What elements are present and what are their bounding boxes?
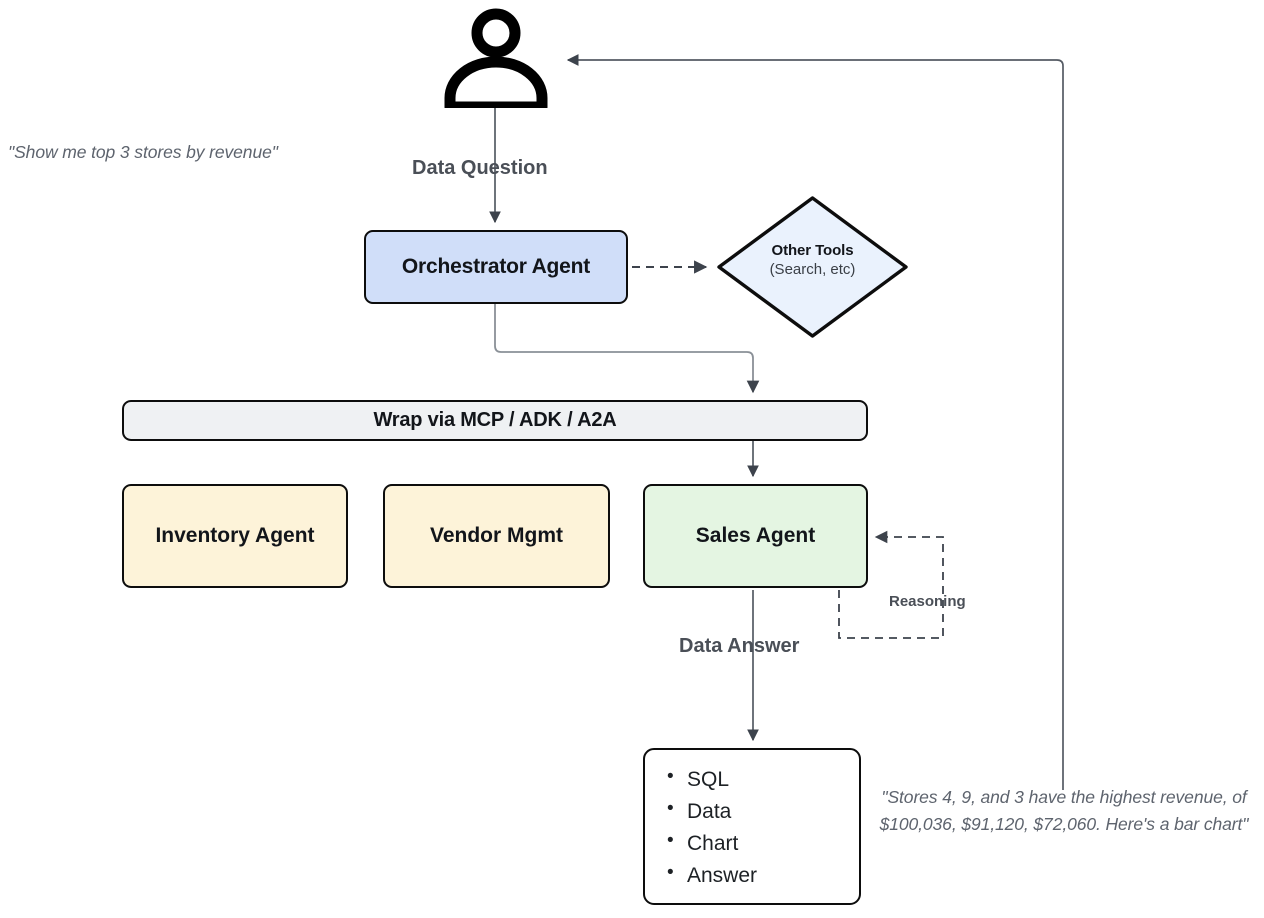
- inventory-agent-label: Inventory Agent: [155, 523, 315, 547]
- list-item: Chart: [667, 827, 859, 860]
- sales-agent-label: Sales Agent: [695, 523, 816, 547]
- node-inventory-agent[interactable]: Inventory Agent: [122, 484, 348, 588]
- list-item: SQL: [667, 763, 859, 796]
- vendor-mgmt-agent-label: Vendor Mgmt: [429, 523, 563, 547]
- node-orchestrator-agent[interactable]: Orchestrator Agent: [364, 230, 628, 304]
- output-artifact-list: SQL Data Chart Answer: [667, 763, 859, 892]
- mcp-wrapper-bar-label: Wrap via MCP / ADK / A2A: [373, 409, 617, 431]
- edge-label-reasoning: Reasoning: [889, 593, 966, 610]
- final-answer-quote: "Stores 4, 9, and 3 have the highest rev…: [879, 787, 1249, 834]
- list-item: Answer: [667, 859, 859, 892]
- node-mcp-wrapper-bar[interactable]: Wrap via MCP / ADK / A2A: [122, 400, 868, 441]
- node-vendor-mgmt-agent[interactable]: Vendor Mgmt: [383, 484, 610, 588]
- node-sales-agent[interactable]: Sales Agent: [643, 484, 868, 588]
- edge-label-data-question: Data Question: [412, 157, 548, 179]
- user-person-icon: [444, 8, 548, 113]
- orchestrator-agent-label: Orchestrator Agent: [401, 254, 591, 278]
- user-question-quote: "Show me top 3 stores by revenue": [8, 142, 278, 162]
- edge-label-data-answer: Data Answer: [679, 635, 800, 657]
- node-output-artifacts[interactable]: SQL Data Chart Answer: [643, 748, 861, 905]
- list-item: Data: [667, 795, 859, 828]
- node-other-tools[interactable]: Other Tools (Search, etc): [713, 192, 912, 342]
